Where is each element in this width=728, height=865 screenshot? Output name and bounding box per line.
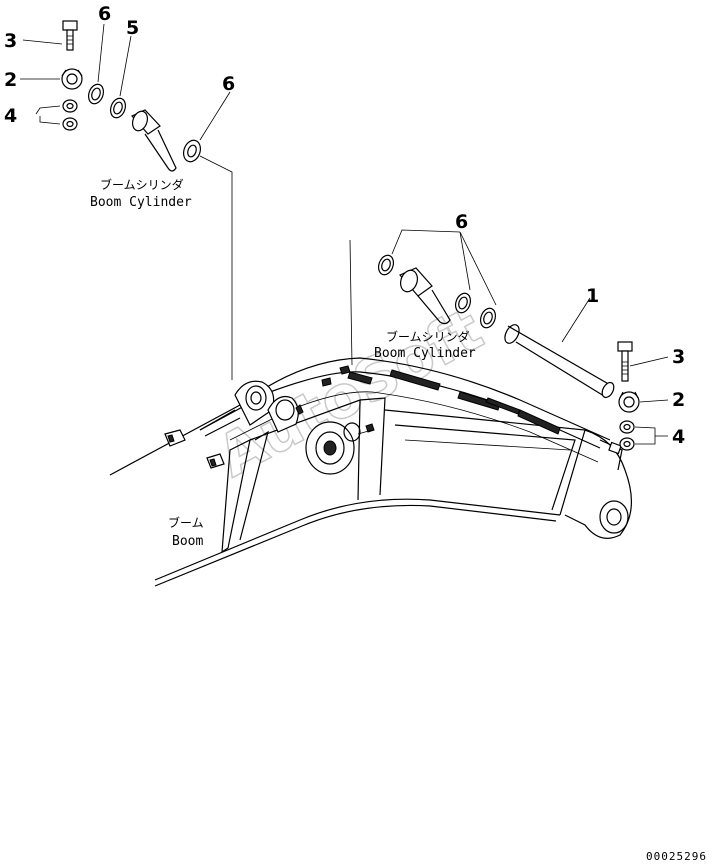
callout-lock-nut-right: 4 bbox=[672, 426, 685, 448]
lock-nuts-left bbox=[62, 99, 78, 131]
shim-left-top bbox=[87, 83, 105, 105]
bushing-left bbox=[131, 109, 177, 172]
callout-spacer-left: 5 bbox=[126, 17, 139, 39]
left-parts-group bbox=[20, 20, 233, 380]
callout-lock-nut-left: 4 bbox=[4, 105, 17, 127]
callout-nut-left: 2 bbox=[4, 69, 17, 91]
caption-center-cylinder-jp: ブームシリンダ bbox=[386, 329, 470, 344]
callout-shim-left-top: 6 bbox=[98, 3, 111, 25]
caption-center-cylinder-en: Boom Cylinder bbox=[374, 346, 476, 361]
caption-boom-jp: ブーム bbox=[168, 515, 204, 530]
callout-shim-center: 6 bbox=[455, 211, 468, 233]
document-number: 00025296 bbox=[646, 850, 707, 863]
bolt-right bbox=[617, 341, 633, 382]
caption-left-cylinder-jp: ブームシリンダ bbox=[100, 177, 184, 192]
boom-drawing bbox=[109, 357, 633, 587]
right-parts-group bbox=[504, 297, 669, 451]
caption-boom-en: Boom bbox=[172, 534, 203, 549]
callout-bolt-right: 3 bbox=[672, 346, 685, 368]
nut-right bbox=[618, 391, 640, 413]
center-parts-group bbox=[349, 229, 497, 366]
caption-left-cylinder-en: Boom Cylinder bbox=[90, 195, 192, 210]
callout-bolt-left: 3 bbox=[4, 30, 17, 52]
shim-left-mid bbox=[182, 139, 202, 163]
callout-nut-right: 2 bbox=[672, 389, 685, 411]
callout-shim-left-mid: 6 bbox=[222, 73, 235, 95]
callout-pin: 1 bbox=[586, 285, 599, 307]
spacer-left bbox=[109, 97, 127, 119]
boom-foot-pin bbox=[504, 324, 615, 399]
nut-left bbox=[61, 68, 83, 90]
bolt-left bbox=[62, 20, 78, 51]
lock-nuts-right bbox=[619, 420, 635, 451]
